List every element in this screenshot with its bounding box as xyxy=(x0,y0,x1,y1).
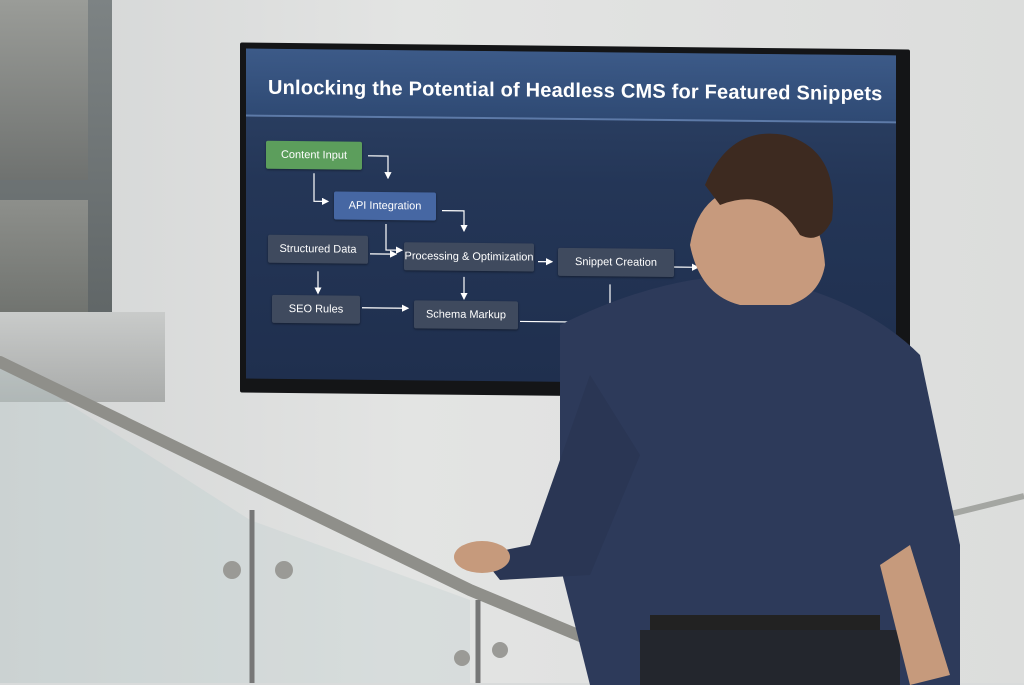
glass-panel-right xyxy=(250,520,470,683)
glass-clamp-1 xyxy=(223,561,241,579)
glass-clamp-2 xyxy=(275,561,293,579)
hand-on-rail xyxy=(454,541,510,573)
trousers xyxy=(640,630,900,685)
man-viewing-screen xyxy=(440,125,1000,685)
glass-panel-left xyxy=(0,360,250,683)
